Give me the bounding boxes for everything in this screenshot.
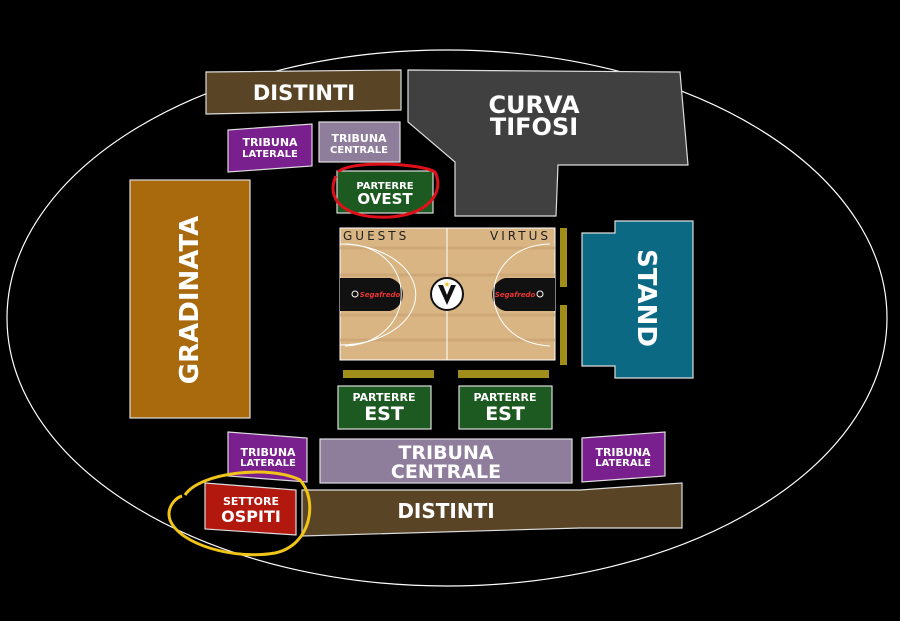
section-stand[interactable]: STAND: [581, 220, 694, 379]
section-label: PARTERRE: [352, 391, 415, 404]
section-label: PARTERRE: [473, 391, 536, 404]
section-distinti-top[interactable]: DISTINTI: [205, 69, 402, 115]
section-label: DISTINTI: [397, 499, 494, 523]
section-label: OVEST: [357, 190, 413, 208]
section-distinti-bottom[interactable]: DISTINTI: [301, 482, 683, 537]
section-label: LATERALE: [595, 458, 651, 469]
section-label: TRIBUNA: [331, 132, 387, 145]
section-parterre-est-left[interactable]: PARTERRE EST: [337, 385, 432, 430]
section-label: TIFOSI: [490, 113, 578, 141]
court-label-guests: GUESTS: [343, 229, 409, 243]
section-label: EST: [485, 403, 525, 425]
section-curva-tifosi[interactable]: CURVA TIFOSI: [407, 69, 689, 217]
section-label: TRIBUNA: [595, 446, 651, 459]
section-label: SETTORE: [223, 495, 279, 508]
section-tribuna-centrale-top[interactable]: TRIBUNA CENTRALE: [318, 121, 401, 163]
section-label: OSPITI: [221, 507, 281, 526]
section-parterre-ovest[interactable]: PARTERRE OVEST: [336, 170, 434, 214]
basketball-court: ★ GUESTS VIRTUS Segafredo Segafredo: [339, 227, 556, 361]
section-tribuna-laterale-bottom-right[interactable]: TRIBUNA LATERALE: [581, 431, 666, 483]
arena-outline: [6, 49, 888, 587]
bench-bar: [343, 370, 434, 378]
section-tribuna-centrale-bottom[interactable]: TRIBUNA CENTRALE: [319, 438, 573, 484]
section-tribuna-laterale-top-left[interactable]: TRIBUNA LATERALE: [227, 123, 313, 173]
section-tribuna-laterale-bottom-left[interactable]: TRIBUNA LATERALE: [227, 431, 308, 483]
section-label: EST: [364, 403, 404, 425]
section-label: PARTERRE: [356, 181, 413, 192]
section-label: DISTINTI: [253, 81, 355, 105]
section-label: CENTRALE: [391, 461, 501, 483]
section-label: CURVA: [488, 91, 580, 119]
section-gradinata[interactable]: GRADINATA: [129, 179, 251, 419]
sponsor-logo-right: Segafredo: [495, 291, 536, 299]
bench-bar: [560, 305, 567, 365]
svg-text:★: ★: [443, 280, 450, 289]
section-label: CENTRALE: [330, 145, 388, 156]
section-parterre-est-right[interactable]: PARTERRE EST: [458, 385, 553, 430]
section-label: STAND: [631, 249, 661, 347]
section-settore-ospiti[interactable]: SETTORE OSPITI: [204, 482, 297, 536]
section-label: LATERALE: [242, 149, 298, 160]
section-label: TRIBUNA: [398, 442, 493, 464]
bench-bar: [458, 370, 549, 378]
red-highlight-circle: [331, 162, 440, 219]
section-label: LATERALE: [240, 458, 296, 469]
bench-bar: [560, 228, 567, 287]
yellow-highlight-circle: [167, 470, 312, 557]
sponsor-logo-left: Segafredo: [360, 291, 401, 299]
section-label: TRIBUNA: [242, 136, 298, 149]
section-label: GRADINATA: [175, 216, 205, 384]
court-label-virtus: VIRTUS: [490, 229, 551, 243]
section-label: TRIBUNA: [240, 446, 296, 459]
